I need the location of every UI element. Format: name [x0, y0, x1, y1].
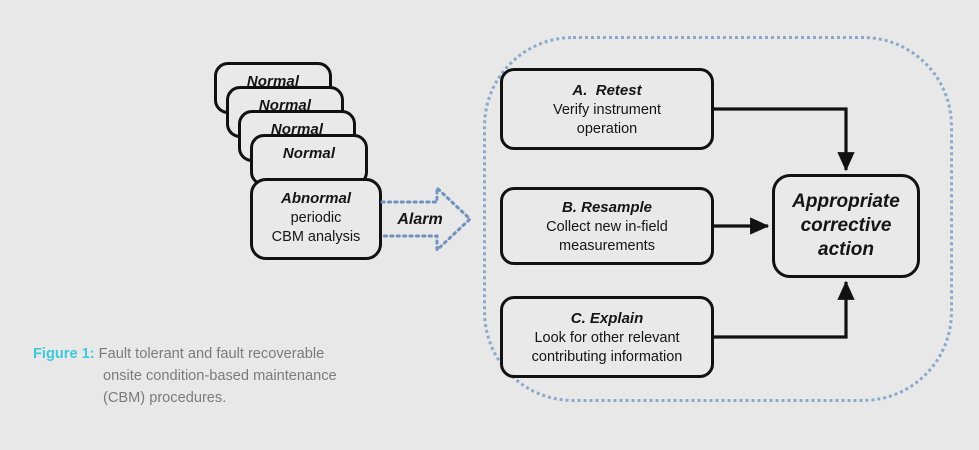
stack-card-title: Normal	[258, 96, 312, 114]
procedure-a-line-1: Verify instrument	[553, 101, 661, 118]
procedure-c-line-2: contributing information	[531, 348, 683, 365]
caption-line-2: onsite condition-based maintenance	[103, 368, 337, 385]
procedure-a-line-2: operation	[576, 120, 638, 137]
caption-line-3: (CBM) procedures.	[103, 390, 227, 407]
procedure-box-b-resample: B. Resample Collect new in-field measure…	[500, 187, 714, 265]
procedure-box-c-explain: C. Explain Look for other relevant contr…	[500, 296, 714, 378]
action-line-2: corrective	[800, 214, 892, 236]
abnormal-card-line-2: CBM analysis	[271, 229, 361, 246]
abnormal-card-title: Abnormal	[280, 190, 351, 207]
appropriate-corrective-action-box: Appropriate corrective action	[772, 174, 920, 278]
caption-label: Figure 1:	[33, 346, 95, 362]
stack-card-title: Normal	[246, 72, 300, 90]
stack-card-title: Normal	[270, 120, 324, 138]
procedures-group-panel	[483, 36, 953, 402]
procedure-b-line-1: Collect new in-field	[546, 218, 668, 235]
stack-card-title: Normal	[282, 144, 336, 162]
procedure-c-title: C. Explain	[570, 309, 644, 327]
caption-line-1: Fault tolerant and fault recoverable	[94, 346, 325, 362]
figure-caption: Figure 1: Fault tolerant and fault recov…	[33, 343, 373, 410]
abnormal-card-line-1: periodic	[290, 210, 342, 227]
alarm-label: Alarm	[397, 211, 443, 228]
stack-card-abnormal: Abnormal periodic CBM analysis	[250, 178, 382, 260]
procedure-b-line-2: measurements	[559, 237, 655, 254]
action-line-1: Appropriate	[792, 190, 900, 212]
action-line-3: action	[818, 239, 874, 261]
procedure-c-line-1: Look for other relevant	[534, 329, 680, 346]
procedure-box-a-retest: A. Retest Verify instrument operation	[500, 68, 714, 150]
procedure-b-title: B. Resample	[561, 198, 653, 216]
procedure-a-title: A. Retest	[572, 81, 642, 99]
